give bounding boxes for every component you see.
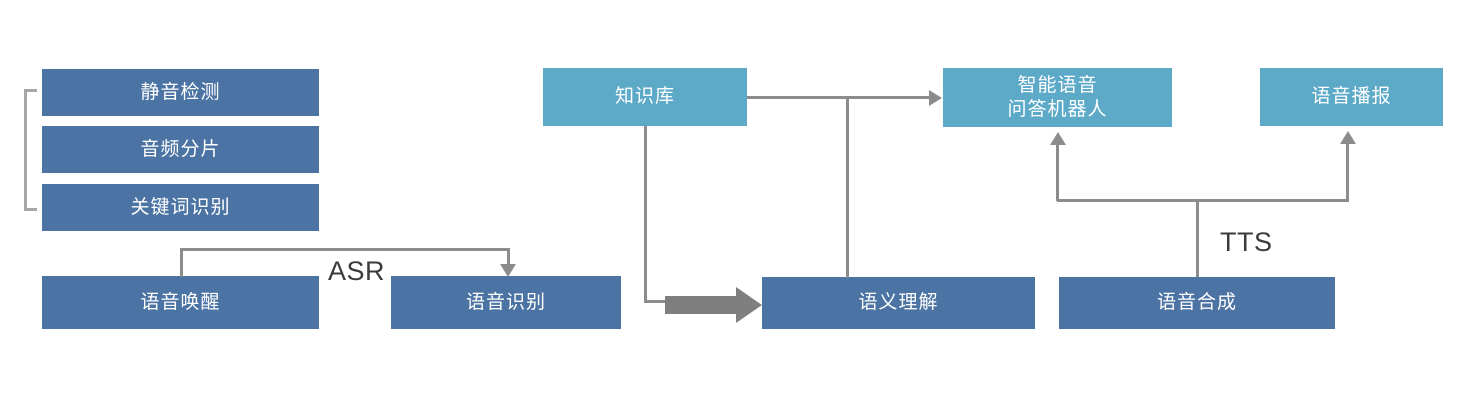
node-label: 语音合成 bbox=[1156, 292, 1237, 314]
node-label: 音频分片 bbox=[140, 138, 221, 160]
edge-wakeup-asr-riser bbox=[180, 248, 183, 277]
node-keyword-spotting[interactable]: 关键词识别 bbox=[42, 184, 319, 231]
edge-tts-span bbox=[1057, 199, 1349, 202]
node-label: 语音播报 bbox=[1311, 86, 1392, 108]
node-qa-robot[interactable]: 智能语音 问答机器人 bbox=[943, 68, 1172, 127]
node-speech-synthesis[interactable]: 语音合成 bbox=[1059, 277, 1335, 329]
node-voice-wakeup[interactable]: 语音唤醒 bbox=[42, 276, 319, 329]
edge-tts-right-riser bbox=[1346, 144, 1349, 201]
edge-label-asr: ASR bbox=[328, 256, 386, 286]
node-semantic-understanding[interactable]: 语义理解 bbox=[762, 277, 1035, 329]
edge-wakeup-asr-span bbox=[180, 248, 510, 251]
edge-tts-stem bbox=[1196, 199, 1199, 277]
edge-tts-left-riser bbox=[1056, 145, 1059, 201]
edge-wakeup-asr-drop bbox=[507, 248, 510, 269]
edge-kb-to-robot-arrowhead bbox=[929, 90, 942, 106]
block-arrow-head bbox=[736, 287, 762, 323]
node-label: 语义理解 bbox=[858, 292, 939, 314]
edge-wakeup-asr-arrowhead bbox=[500, 264, 516, 277]
node-speech-recognition[interactable]: 语音识别 bbox=[391, 276, 621, 329]
edge-kb-to-robot-span bbox=[747, 96, 933, 99]
node-knowledge-base[interactable]: 知识库 bbox=[543, 68, 747, 126]
node-audio-segmentation[interactable]: 音频分片 bbox=[42, 126, 319, 173]
grouping-bracket bbox=[24, 89, 37, 211]
edge-tts-right-arrowhead bbox=[1340, 131, 1356, 144]
node-label: 静音检测 bbox=[140, 81, 221, 103]
edge-tts-left-arrowhead bbox=[1050, 132, 1066, 145]
node-voice-broadcast[interactable]: 语音播报 bbox=[1260, 68, 1443, 126]
edge-kb-down-riser bbox=[644, 126, 647, 303]
node-label: 关键词识别 bbox=[130, 196, 231, 218]
edge-kb-down-elbow bbox=[644, 300, 684, 303]
block-arrow-to-semantic bbox=[665, 287, 762, 323]
node-label: 知识库 bbox=[614, 86, 675, 108]
block-arrow-shaft bbox=[665, 296, 738, 314]
node-label: 语音唤醒 bbox=[140, 291, 221, 313]
edge-semantic-to-robot-riser bbox=[846, 96, 849, 278]
node-label: 智能语音 问答机器人 bbox=[1007, 74, 1108, 120]
node-silence-detection[interactable]: 静音检测 bbox=[42, 69, 319, 116]
edge-label-tts: TTS bbox=[1220, 227, 1273, 257]
node-label: 语音识别 bbox=[465, 291, 546, 313]
